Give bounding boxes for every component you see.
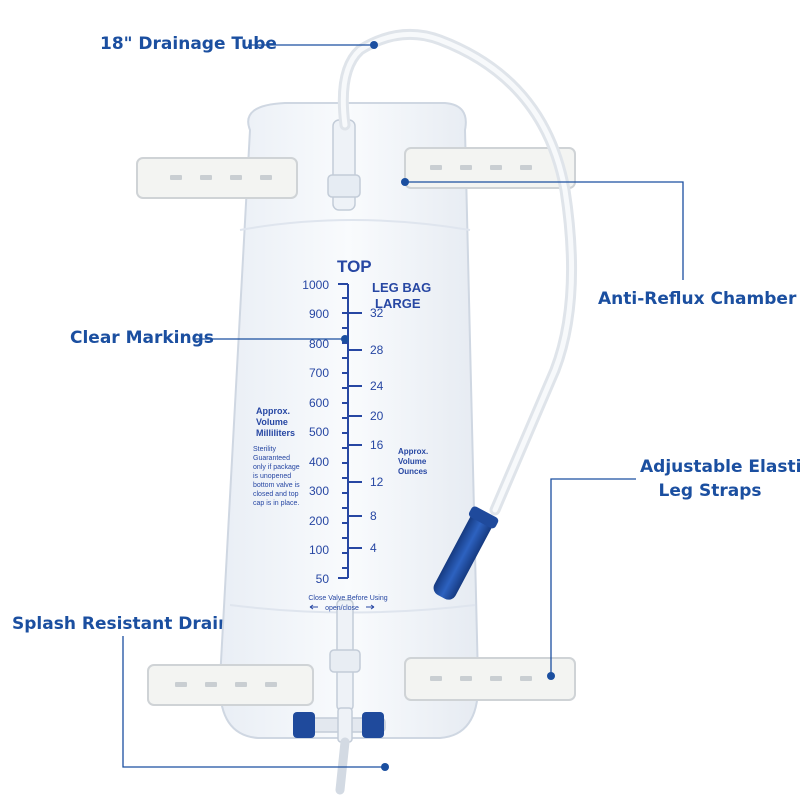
sterility-line1: Sterility [253,446,276,453]
ml-scale-label: 200 [309,514,329,528]
oz-scale-labels: 32 28 24 20 16 12 8 4 [370,306,384,555]
valve-arrows-icon [309,604,375,610]
oz-scale-label: 24 [370,379,384,393]
sterility-line6: closed and top [253,491,299,498]
anti-reflux-chamber-callout: Anti-Reflux Chamber [598,289,797,309]
drain-valve-callout: Splash Resistant Drain valve [12,614,288,634]
bottom-right-strap [404,657,576,701]
bottom-left-strap [147,664,314,706]
elastic-leg-straps-line2: Leg Straps [658,481,762,501]
drainage-tube-callout: 18" Drainage Tube [100,34,277,54]
leader-dots [341,41,555,771]
ml-scale-label: 700 [309,366,329,380]
elastic-leg-straps-line1: Adjustable Elastic [640,457,800,477]
ml-heading-line1: Approx. [256,406,290,416]
clear-markings-callout: Clear Markings [70,328,214,348]
oz-heading-line3: Ounces [398,467,428,476]
sterility-line2: Guaranteed [253,455,290,462]
drain-valve [293,599,386,795]
ml-scale-label: 1000 [302,278,329,292]
valve-note-line2: open/close [325,605,359,612]
elastic-leg-straps-callout: Adjustable Elastic Leg Straps [640,455,800,503]
ml-heading-line2: Volume [256,417,288,427]
blue-tube-cap [433,506,499,600]
sterility-note: Sterility Guaranteed only if package is … [253,446,300,507]
sterility-line4: is unopened [253,473,291,480]
drainage-tube [337,28,578,516]
leader-lines [122,44,684,768]
ml-scale-label: 600 [309,396,329,410]
sterility-line5: bottom valve is [253,482,300,489]
top-right-strap [404,147,576,189]
oz-scale-label: 20 [370,409,384,423]
oz-scale-label: 16 [370,438,384,452]
volume-scale [338,283,349,579]
oz-scale-label: 12 [370,475,384,489]
ml-scale-label: 800 [309,337,329,351]
ml-scale-label: 100 [309,543,329,557]
sterility-line3: only if package [253,464,300,471]
scale-ticks [342,297,362,569]
oz-heading-line1: Approx. [398,447,428,456]
oz-scale-label: 8 [370,509,377,523]
oz-scale-label: 32 [370,306,384,320]
top-left-strap [136,157,298,199]
ml-scale-label: 400 [309,455,329,469]
product-name-line2: LARGE [375,296,421,311]
top-label: TOP [337,257,372,276]
oz-heading-line2: Volume [398,457,427,466]
ml-scale-label: 900 [309,307,329,321]
valve-note-line1: Close Valve Before Using [308,595,387,602]
ml-scale-label: 300 [309,484,329,498]
oz-scale-label: 28 [370,343,384,357]
anti-reflux-chamber [327,119,361,211]
ml-scale-label: 50 [316,572,330,586]
oz-scale-label: 4 [370,541,377,555]
product-name-line1: LEG BAG [372,280,431,295]
oz-heading: Approx. Volume Ounces [398,447,428,476]
ml-scale-labels: 1000 900 800 700 600 500 400 300 200 100 50 [302,278,329,586]
ml-scale-label: 500 [309,425,329,439]
ml-heading: Approx. Volume Milliliters [256,406,295,438]
ml-heading-line3: Milliliters [256,428,295,438]
sterility-line7: cap is in place. [253,500,299,507]
